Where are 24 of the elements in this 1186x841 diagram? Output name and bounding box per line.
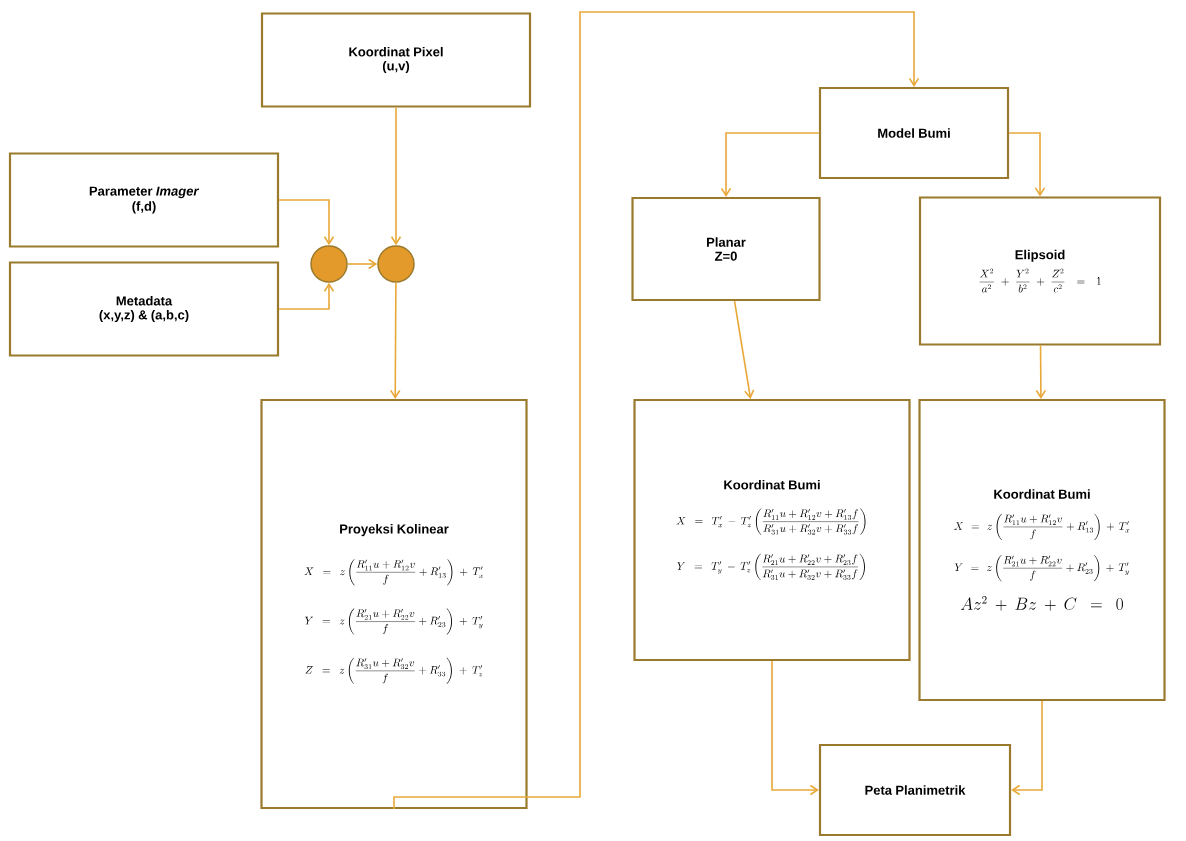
arrow — [346, 258, 378, 270]
arrow — [389, 281, 401, 399]
junction-circle — [377, 245, 415, 283]
arrow — [278, 199, 335, 246]
arrow — [771, 660, 819, 796]
arrow — [1008, 132, 1046, 197]
process-box: Peta Planimetrik — [818, 743, 1012, 837]
junction-circle — [310, 245, 348, 283]
arrow — [733, 300, 755, 399]
arrow — [278, 282, 335, 310]
process-box: Planar Z=0 — [631, 196, 821, 302]
process-box: Elipsoid $\frac{X^2}{a^2} + \frac{Y^2}{b^2} + \frac{Z^2}{c^2} = 1$ — [918, 196, 1162, 346]
process-box: Proyeksi Kolinear $X = z\left(\frac{R'_{11}u + R'_{12}v}{f} + R'_{13}\right) + T'_x$ $Y = z\left(\frac{R'_{21}u + R'_{22}v}{f} + R'_{23}\right) + T'_y$ $Z = z\left(\frac{R'_{31}u + R'_{32}v}{f} + R'_{33}\right) + T'_z$ — [260, 398, 528, 810]
arrow — [1035, 344, 1047, 399]
arrow — [1011, 700, 1043, 796]
process-box: Model Bumi — [818, 86, 1010, 180]
process-box: Koordinat Bumi $X = T'_x - T'_z\left(\frac{R'_{11}u + R'_{12}v + R'_{13}f}{R'_{31}u + R'_{32}v + R'_{33}f}\right)$ $Y = T'_y - T'_z\left(\frac{R'_{21}u + R'_{22}v + R'_{23}f}{R'_{31}u + R'_{32}v + R'_{33}f}\right)$ — [633, 398, 911, 662]
process-box: Parameter Imager (f,d) — [8, 152, 280, 248]
arrow — [393, 11, 920, 810]
arrow — [720, 132, 820, 197]
process-box: Koordinat Pixel (u,v) — [260, 12, 532, 108]
process-box: Metadata (x,y,z) & (a,b,c) — [8, 261, 280, 357]
arrow — [390, 106, 402, 246]
process-box: Koordinat Bumi $X = z\left(\frac{R'_{11}u + R'_{12}v}{f} + R'_{13}\right) + T'_x$ $Y = z\left(\frac{R'_{21}u + R'_{22}v}{f} + R'_{23}\right) + T'_y$ $Az^2 + Bz + C = 0$ — [918, 398, 1166, 702]
